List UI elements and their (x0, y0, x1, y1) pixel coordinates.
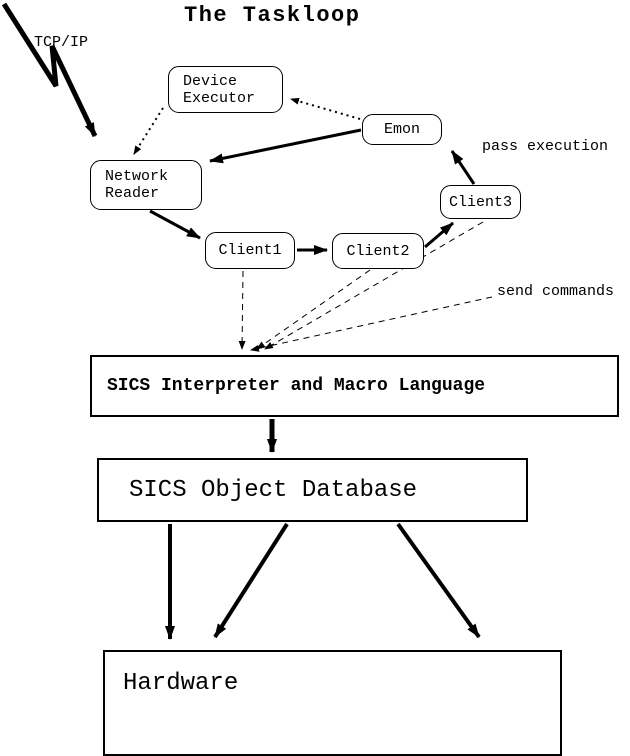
node-emon-label: Emon (383, 121, 420, 138)
arrow-database-to-hardware-middle (213, 522, 289, 639)
node-client3: Client3 (440, 185, 521, 219)
node-client1: Client1 (205, 232, 295, 269)
box-sics-object-database: SICS Object Database (97, 458, 528, 522)
box-hardware: Hardware (103, 650, 562, 756)
send-commands-label: send commands (497, 283, 615, 300)
box-hardware-label: Hardware (123, 670, 239, 697)
arrow-client1-to-interpreter (238, 270, 246, 350)
arrow-client2-to-client3 (424, 221, 454, 249)
tcpip-label: TCP/IP (34, 34, 89, 51)
node-client1-label: Client1 (218, 242, 282, 259)
box-sics-object-database-label: SICS Object Database (129, 476, 418, 504)
node-device-executor: Device Executor (168, 66, 283, 113)
diagram-title: The Taskloop (184, 3, 361, 28)
node-network-reader: Network Reader (90, 160, 202, 210)
node-device-executor-label-line1: Device (183, 72, 238, 90)
arrow-device-executor-to-network-reader (133, 107, 164, 155)
arrow-client2-to-interpreter (256, 269, 371, 350)
node-client3-label: Client3 (448, 193, 512, 211)
box-sics-interpreter: SICS Interpreter and Macro Language (90, 355, 619, 417)
arrow-emon-to-device-executor (290, 97, 361, 120)
arrow-tcpip-to-network-reader (1, 2, 98, 138)
arrow-emon-to-network-reader (209, 128, 362, 164)
node-client2-label: Client2 (346, 242, 410, 260)
node-client2: Client2 (332, 233, 424, 269)
arrow-network-reader-to-client1 (149, 209, 201, 240)
box-sics-interpreter-label: SICS Interpreter and Macro Language (107, 376, 486, 396)
node-network-reader-label-line2: Reader (105, 185, 160, 202)
arrow-client3-to-emon (450, 150, 476, 185)
arrow-database-to-hardware-right (396, 522, 481, 639)
node-device-executor-label-line2: Executor (183, 89, 256, 107)
arrow-send-commands-to-interpreter (250, 296, 493, 352)
node-emon: Emon (362, 114, 442, 145)
node-network-reader-label-line1: Network (105, 168, 169, 185)
pass-execution-label: pass execution (482, 138, 609, 155)
